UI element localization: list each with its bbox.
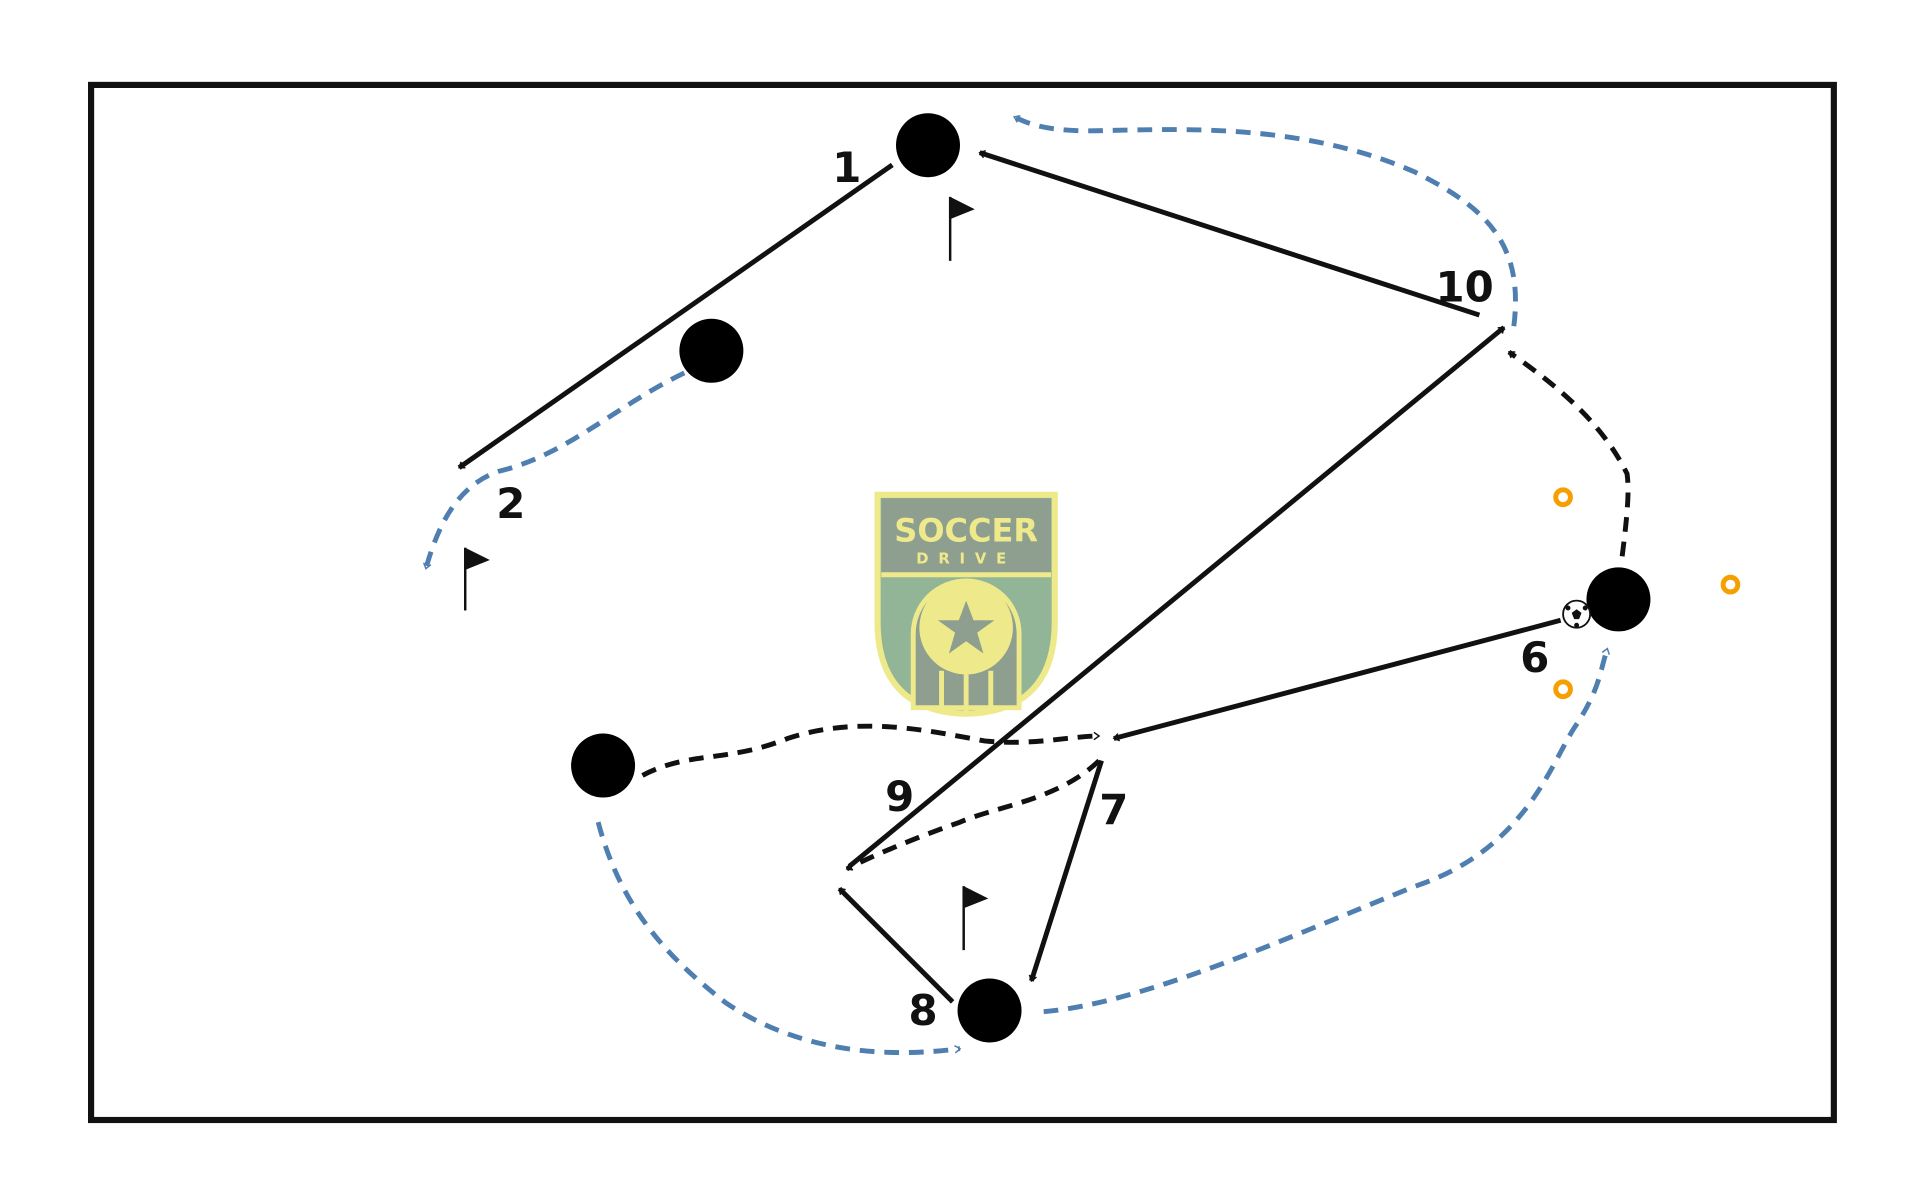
cone-icon: [1553, 487, 1573, 508]
run-path: [422, 370, 686, 570]
player-icon: [679, 318, 744, 383]
dribble-path: [641, 723, 1101, 778]
dribble-path: [1507, 349, 1631, 557]
logo-title: SOCCER: [894, 512, 1038, 550]
step-label-2: 2: [496, 479, 525, 528]
player-icon: [571, 733, 636, 798]
step-label-6: 6: [1520, 633, 1549, 682]
pass-arrow-7: [1028, 759, 1104, 983]
pass-arrow-10: [978, 149, 1481, 318]
step-label-1: 1: [832, 143, 861, 192]
player-icon: [957, 978, 1022, 1043]
run-path: [595, 821, 962, 1056]
cone-icon: [1720, 574, 1741, 595]
player-icon: [896, 113, 960, 178]
flag-icon: [948, 196, 975, 261]
pass-arrow-8: [837, 886, 955, 1004]
flag-icon: [464, 547, 490, 611]
step-label-8: 8: [909, 986, 938, 1035]
soccer-drive-logo: SOCCER DRIVE: [874, 491, 1058, 717]
player-icon: [1586, 567, 1651, 632]
flag-icon: [962, 886, 989, 951]
logo-subtitle: DRIVE: [916, 551, 1016, 568]
step-label-9: 9: [885, 772, 914, 821]
pass-arrow-6: [1112, 617, 1562, 742]
pass-arrow-1: [457, 162, 894, 470]
step-label-7: 7: [1099, 786, 1128, 835]
cone-icon: [1553, 679, 1573, 700]
run-path: [1043, 647, 1610, 1015]
step-label-10: 10: [1436, 263, 1494, 312]
run-path: [1012, 114, 1518, 327]
dribble-path: [845, 758, 1101, 872]
soccer-ball-icon: [1562, 599, 1592, 629]
pass-arrow-9: [847, 325, 1506, 869]
